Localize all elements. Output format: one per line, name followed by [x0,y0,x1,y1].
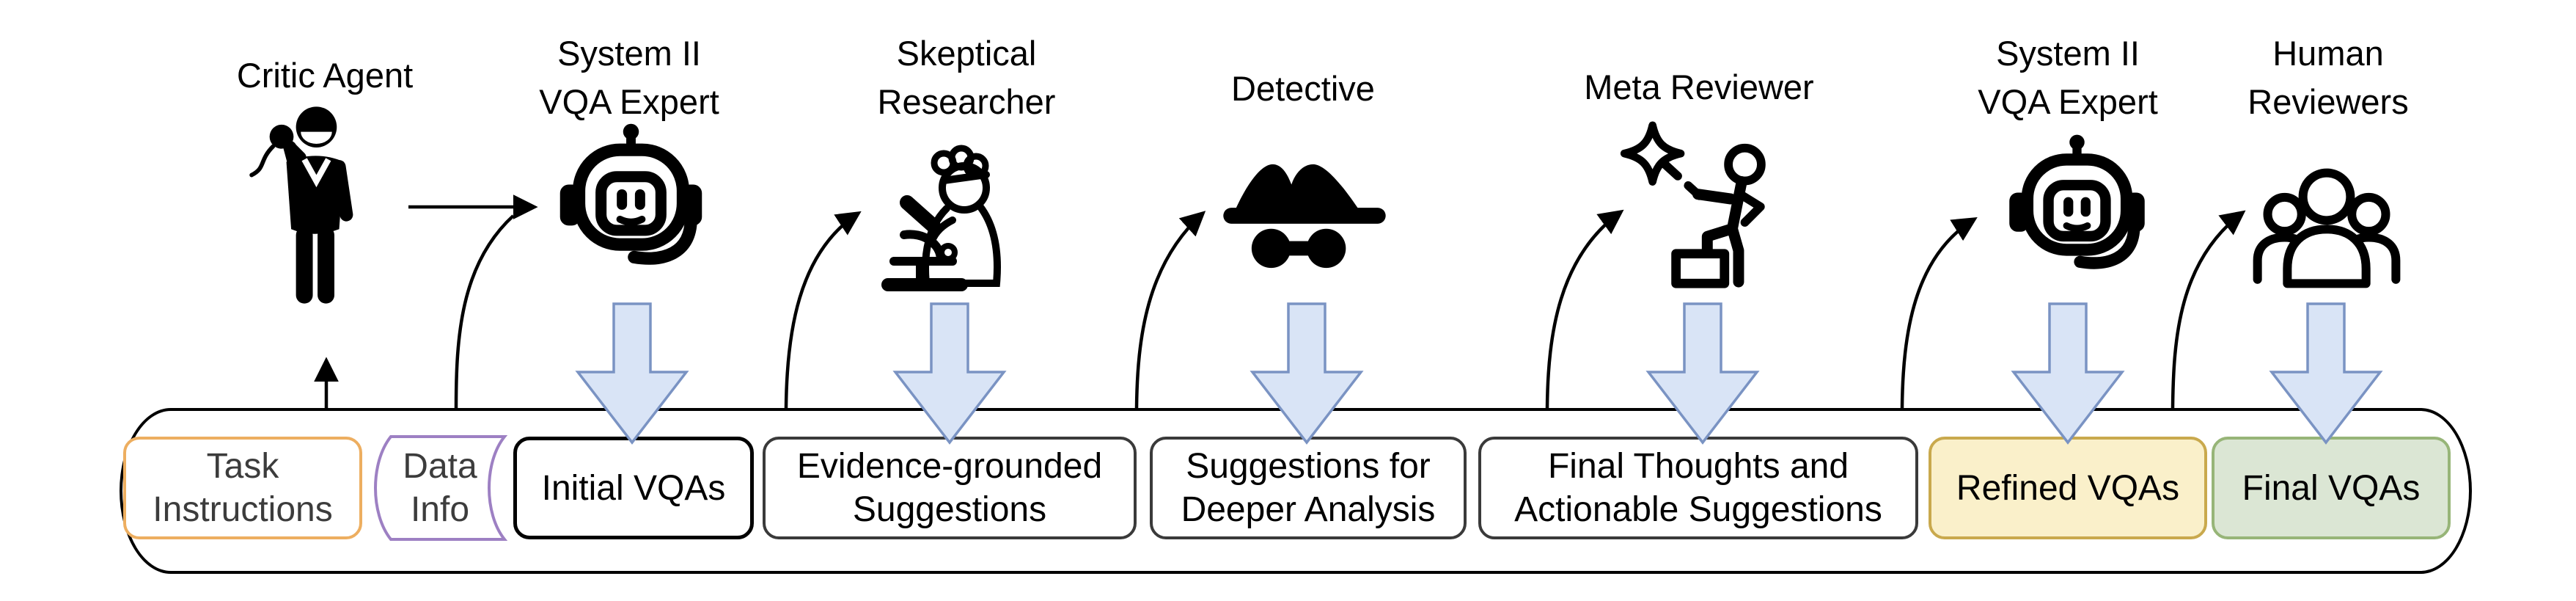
stored-data-outline [374,435,508,541]
arrow-track-to-skeptical-researcher [784,211,862,409]
system2-vqa-expert-robot-icon [552,120,710,281]
meta-reviewer-wand-sparkle-icon [1620,121,1766,288]
detective-hat-glasses-icon [1223,164,1386,269]
arrow-track-to-vqa-expert-2 [1900,217,1978,409]
flow-down-arrow-refined-vqas [2011,302,2125,445]
arrow-track-to-meta-reviewer [1545,209,1624,409]
box-suggestions-deeper-analysis: Suggestions for Deeper Analysis [1150,437,1467,539]
box-initial-vqas: Initial VQAs [513,437,754,539]
arrow-track-to-human-reviewers [2170,210,2246,409]
data-info-stored-data-shape [374,435,508,541]
skeptical-researcher-microscope-icon [881,145,1002,291]
box-data-info: Data Info [403,447,477,529]
flow-down-arrow-final-thoughts [1645,302,1760,445]
agent-label-detective: Detective [1231,69,1375,108]
arrow-track-to-vqa-expert [454,214,515,409]
arrow-track-to-detective [1134,211,1206,409]
flow-down-arrow-initial-vqas [575,302,689,445]
agent-label-system2-vqa-expert-2: System II VQA Expert [1978,34,2158,121]
critic-agent-icon [249,106,353,304]
box-refined-vqas: Refined VQAs [1929,437,2207,539]
agent-label-meta-reviewer: Meta Reviewer [1584,68,1814,106]
box-evidence-grounded-suggestions: Evidence-grounded Suggestions [763,437,1137,539]
system2-vqa-expert-robot-icon-2 [2002,131,2152,285]
agent-label-human-reviewers: Human Reviewers [2247,34,2409,121]
human-reviewers-people-icon [2253,168,2401,288]
agent-label-system2-vqa-expert: System II VQA Expert [539,34,719,121]
agent-label-critic-agent: Critic Agent [236,56,414,95]
flow-down-arrow-evidence-grounded [892,302,1007,445]
agent-label-skeptical-researcher: Skeptical Researcher [877,34,1056,121]
flow-down-arrow-deeper-analysis [1250,302,1364,445]
flow-down-arrow-final-vqas [2269,302,2383,445]
box-task-instructions: Task Instructions [123,437,362,539]
box-final-vqas: Final VQAs [2212,437,2451,539]
box-final-thoughts-actionable-suggestions: Final Thoughts and Actionable Suggestion… [1478,437,1918,539]
